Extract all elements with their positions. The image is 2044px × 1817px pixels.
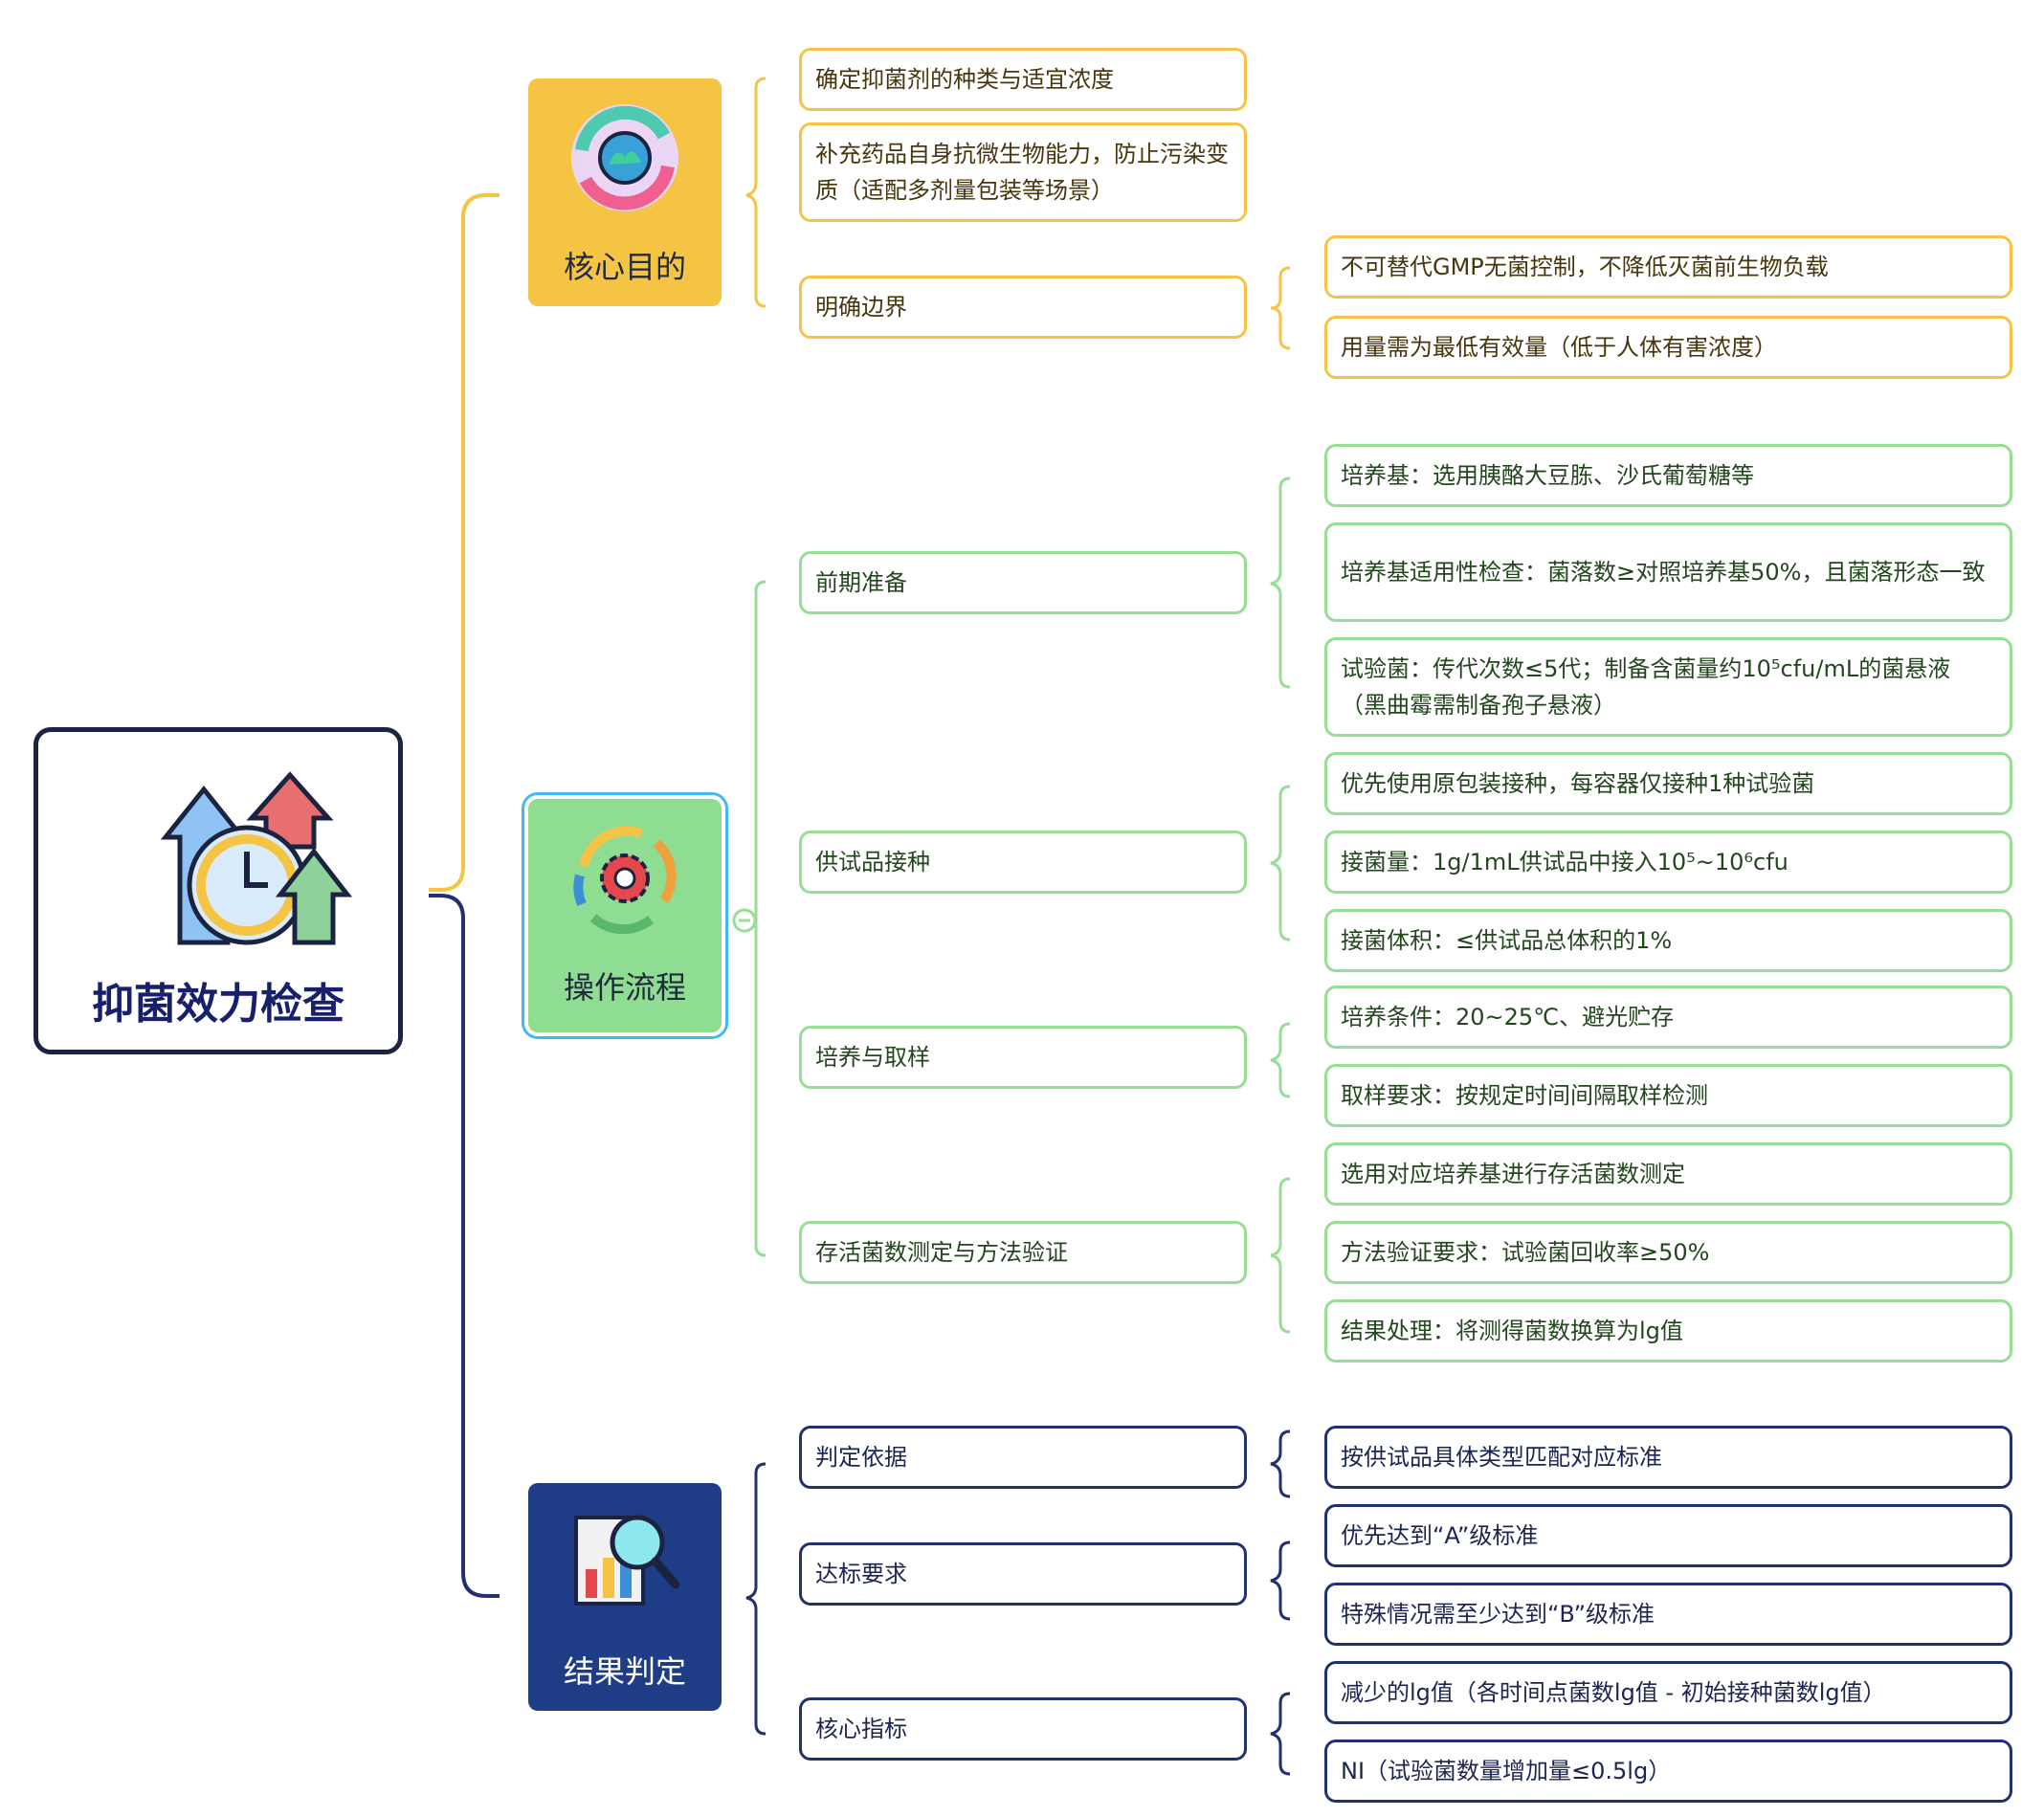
inoculation-leaf-amount[interactable]: 接菌量：1g/1mL供试品中接入10⁵~10⁶cfu: [1324, 831, 2012, 894]
purpose-item-protection[interactable]: 补充药品自身抗微生物能力，防止污染变质（适配多剂量包装等场景）: [799, 122, 1247, 222]
prep-leaf-strain[interactable]: 试验菌：传代次数≤5代；制备含菌量约10⁵cfu/mL的菌悬液（黑曲霉需制备孢子…: [1324, 637, 2012, 737]
prep-brace: [1270, 476, 1291, 689]
culture-brace: [1270, 1022, 1291, 1098]
result-item-basis[interactable]: 判定依据: [799, 1426, 1247, 1489]
basis-brace: [1270, 1429, 1291, 1498]
process-item-count-validation[interactable]: 存活菌数测定与方法验证: [799, 1221, 1247, 1284]
boundary-leaf-dosage[interactable]: 用量需为最低有效量（低于人体有害浓度）: [1324, 316, 2012, 379]
category-result-judgment[interactable]: 结果判定: [528, 1483, 722, 1711]
category-label: 操作流程: [563, 969, 686, 1006]
root-title: 抑菌效力检查: [92, 980, 344, 1029]
cycle-refresh-icon: [571, 104, 678, 211]
requirement-leaf-b[interactable]: 特殊情况需至少达到“B”级标准: [1324, 1583, 2012, 1646]
process-item-preparation[interactable]: 前期准备: [799, 551, 1247, 614]
count-brace: [1270, 1177, 1291, 1334]
report-magnifier-icon: [574, 1515, 680, 1606]
root-to-result-line: [429, 894, 500, 1598]
requirement-leaf-a[interactable]: 优先达到“A”级标准: [1324, 1504, 2012, 1567]
root-topic[interactable]: 抑菌效力检查: [33, 727, 403, 1054]
category-label: 结果判定: [563, 1653, 686, 1690]
result-item-requirement[interactable]: 达标要求: [799, 1542, 1247, 1606]
prep-leaf-medium[interactable]: 培养基：选用胰酪大豆胨、沙氏葡萄糖等: [1324, 444, 2012, 507]
count-leaf-lg[interactable]: 结果处理：将测得菌数换算为lg值: [1324, 1299, 2012, 1363]
clock-growth-arrows-icon: [161, 771, 352, 945]
category-core-purpose[interactable]: 核心目的: [528, 78, 722, 306]
count-leaf-medium[interactable]: 选用对应培养基进行存活菌数测定: [1324, 1142, 2012, 1206]
culture-leaf-sampling[interactable]: 取样要求：按规定时间间隔取样检测: [1324, 1064, 2012, 1127]
prep-leaf-suitability[interactable]: 培养基适用性检查：菌落数≥对照培养基50%，且菌落形态一致: [1324, 522, 2012, 622]
inoculation-leaf-container[interactable]: 优先使用原包装接种，每容器仅接种1种试验菌: [1324, 752, 2012, 815]
indicator-leaf-ni[interactable]: NI（试验菌数量增加量≤0.5lg）: [1324, 1739, 2012, 1803]
process-brace: [754, 580, 766, 1257]
basis-leaf-standard[interactable]: 按供试品具体类型匹配对应标准: [1324, 1426, 2012, 1489]
indicator-leaf-lg-reduction[interactable]: 减少的lg值（各时间点菌数lg值 - 初始接种菌数lg值）: [1324, 1661, 2012, 1724]
purpose-item-concentration[interactable]: 确定抑菌剂的种类与适宜浓度: [799, 48, 1247, 111]
process-item-inoculation[interactable]: 供试品接种: [799, 831, 1247, 894]
category-operation-process[interactable]: 操作流程: [522, 792, 728, 1039]
gear-cycle-icon: [573, 826, 677, 935]
result-brace: [745, 1462, 766, 1736]
culture-leaf-condition[interactable]: 培养条件：20~25℃、避光贮存: [1324, 986, 2012, 1049]
inoculation-leaf-volume[interactable]: 接菌体积：≤供试品总体积的1%: [1324, 909, 2012, 972]
purpose-item-boundary[interactable]: 明确边界: [799, 276, 1247, 339]
indicator-brace: [1270, 1692, 1291, 1776]
boundary-leaf-gmp[interactable]: 不可替代GMP无菌控制，不降低灭菌前生物负载: [1324, 235, 2012, 299]
standard-brace: [1270, 1540, 1291, 1621]
purpose-brace: [745, 77, 766, 308]
category-label: 核心目的: [563, 249, 686, 285]
process-item-culture[interactable]: 培养与取样: [799, 1026, 1247, 1089]
inoculation-brace: [1270, 785, 1291, 942]
boundary-brace: [1270, 266, 1291, 350]
result-item-indicator[interactable]: 核心指标: [799, 1697, 1247, 1761]
root-to-purpose-line: [429, 193, 500, 892]
count-leaf-recovery[interactable]: 方法验证要求：试验菌回收率≥50%: [1324, 1221, 2012, 1284]
